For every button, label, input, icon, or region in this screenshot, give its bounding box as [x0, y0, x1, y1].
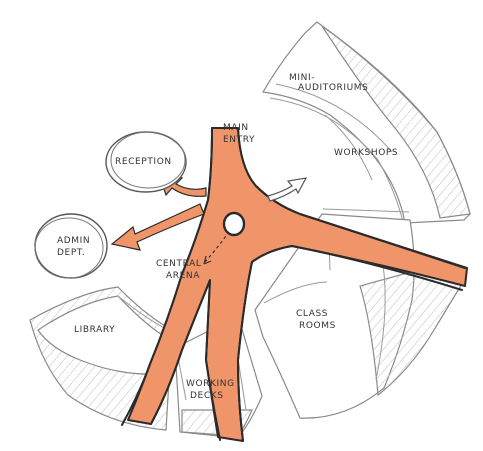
admin-label-1: ADMIN	[57, 236, 90, 246]
class-rooms-label-2: ROOMS	[299, 321, 336, 331]
admin-bubble	[34, 213, 108, 279]
workshops-label: WORKSHOPS	[334, 148, 398, 158]
library-label: LIBRARY	[74, 325, 115, 335]
arena-pointer	[204, 235, 227, 263]
circulation-spine	[121, 127, 468, 442]
working-decks-label-2: DECKS	[190, 391, 224, 401]
reception-label: RECEPTION	[115, 157, 172, 167]
working-decks-label-1: WORKING	[186, 379, 235, 389]
admin-label-2: DEPT.	[57, 248, 85, 258]
auditorium-hatch	[321, 25, 471, 219]
auditorium-workshop-wing	[262, 21, 471, 224]
admin-arrow	[110, 203, 205, 251]
central-arena-label-1: CENTRAL	[156, 259, 201, 269]
reception-bubble	[105, 131, 187, 193]
mini-auditoriums-label-1: MINI-	[289, 73, 315, 83]
mini-auditoriums-label-2: AUDITORIUMS	[298, 83, 368, 93]
central-arena-label-2: ARENA	[166, 271, 200, 281]
workshop-arrow	[267, 177, 308, 202]
class-rooms-label-1: CLASS	[296, 309, 328, 319]
main-entry-label-1: MAIN	[223, 123, 249, 133]
main-entry-label-2: ENTRY	[223, 135, 255, 145]
central-arena-node	[222, 211, 246, 237]
